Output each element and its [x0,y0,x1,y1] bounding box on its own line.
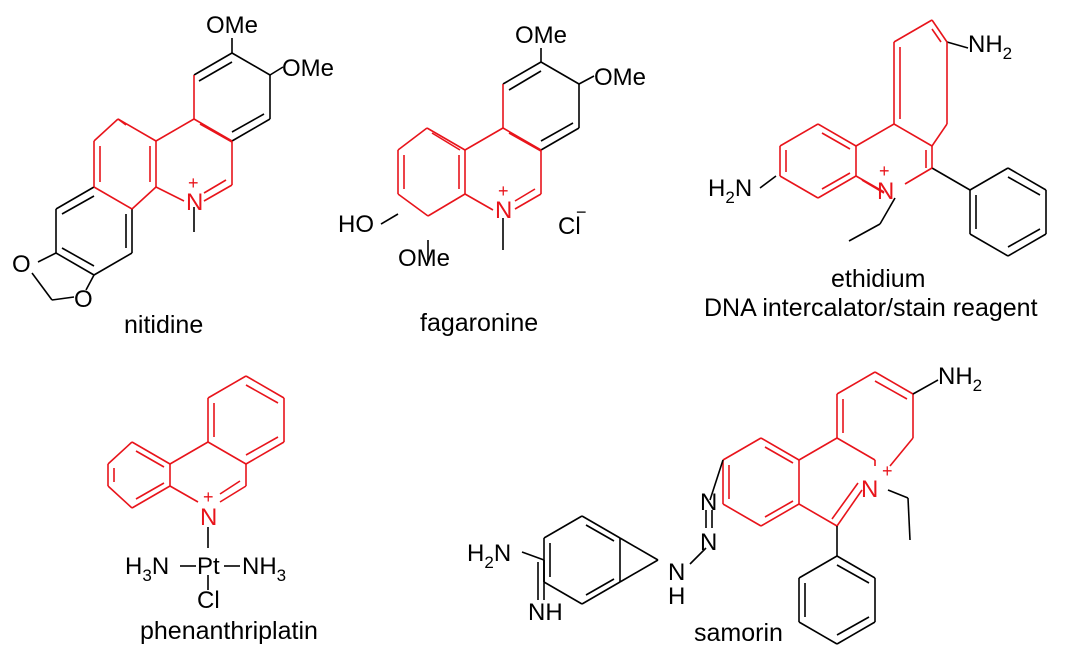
phenanthriplatin-cl: Cl [197,587,220,614]
nitidine-o-2: O [74,286,93,313]
samorin-charge: + [882,461,893,481]
samorin-nh2-top: NH2 [938,363,982,395]
phenanthriplatin-n: N [200,504,217,531]
ethidium-n: N [877,178,894,205]
samorin-n: N [861,476,878,503]
ethidium-h2n-left: H2N [708,175,752,207]
samorin-azo-h: H [668,583,685,610]
caption-nitidine: nitidine [124,311,204,339]
ethidium-charge: + [879,161,890,181]
nitidine-charge: + [188,173,199,193]
nitidine-o-1: O [12,251,31,278]
fagaronine-counterion: Cl [558,213,581,240]
samorin-h2n: H2N [467,540,511,572]
samorin-azo-n2: N [700,529,717,556]
fagaronine-ome-1: OMe [515,22,567,49]
fagaronine-ome-3: OMe [398,245,450,272]
nitidine-ome-1: OMe [206,12,258,39]
nitidine-n: N [186,189,203,216]
caption-phenanthriplatin: phenanthriplatin [140,617,318,645]
caption-ethidium-subtitle: DNA intercalator/stain reagent [704,294,1038,322]
ethidium-nh2-top: NH2 [968,31,1012,63]
fagaronine-structure: OMe OMe HO OMe N + Cl − [338,22,646,272]
caption-fagaronine: fagaronine [420,309,539,337]
samorin-nh: NH [528,599,563,626]
phenanthriplatin-h3n: H3N [125,553,169,585]
fagaronine-charge: + [498,181,509,201]
ethidium-structure: NH2 H2N N + [708,19,1047,257]
phenanthriplatin-pt: Pt [197,553,220,580]
caption-ethidium: ethidium [831,265,926,293]
phenanthriplatin-charge: + [203,487,214,507]
samorin-structure: NH2 N + H2N NH N N N H [467,363,982,645]
phenanthriplatin-nh3: NH3 [242,553,286,585]
nitidine-structure: OMe OMe N + O O [12,12,334,313]
fagaronine-n: N [495,197,512,224]
fagaronine-ome-2: OMe [594,64,646,91]
phenanthriplatin-structure: N + H3N Pt NH3 Cl [107,375,286,614]
samorin-azo-n1: N [700,489,717,516]
samorin-azo-n3: N [668,559,685,586]
nitidine-ome-2: OMe [282,55,334,82]
fagaronine-ho: HO [338,211,374,238]
fagaronine-counter-charge: − [576,202,587,222]
caption-samorin: samorin [694,619,783,647]
